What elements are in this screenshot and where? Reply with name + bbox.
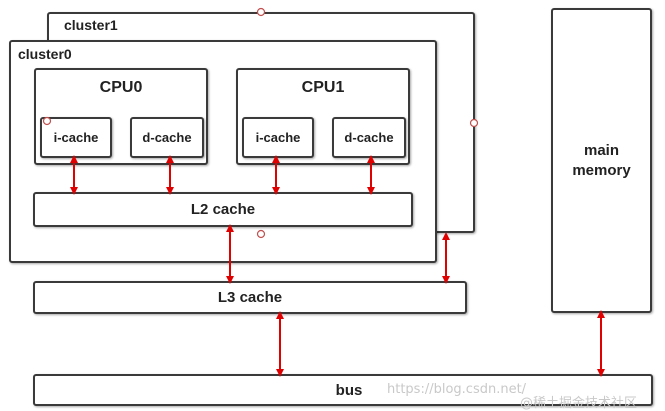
l3-cache-label: L3 cache xyxy=(217,289,283,306)
watermark-text: @稀土掘金技术社区 xyxy=(520,396,638,411)
resize-handle-bottom[interactable] xyxy=(256,229,266,239)
l2-cache-box: L2 cache xyxy=(33,192,413,227)
cpu1-label: CPU1 xyxy=(301,79,345,96)
bus-label: bus xyxy=(335,381,363,399)
cpu1-icache-box: i-cache xyxy=(242,117,314,158)
cpu1-dcache-label: d-cache xyxy=(344,130,394,145)
cpu0-label: CPU0 xyxy=(99,79,143,96)
main-memory-label: main memory xyxy=(572,141,631,179)
watermark-url: https://blog.csdn.net/ xyxy=(387,382,527,397)
l3-cache-box: L3 cache xyxy=(33,281,467,314)
resize-handle-top[interactable] xyxy=(256,7,266,17)
main-memory-box: main memory xyxy=(551,8,652,313)
l2-cache-label: L2 cache xyxy=(190,201,256,218)
cpu1-icache-label: i-cache xyxy=(255,130,301,145)
cpu0-icache-label: i-cache xyxy=(53,130,99,145)
rotate-handle[interactable] xyxy=(42,116,52,126)
bus-box: bus xyxy=(33,374,653,406)
cpu0-dcache-box: d-cache xyxy=(130,117,204,158)
cpu0-dcache-label: d-cache xyxy=(142,130,192,145)
cluster1-label: cluster1 xyxy=(64,17,118,33)
resize-handle-right[interactable] xyxy=(469,118,479,128)
cluster0-label: cluster0 xyxy=(18,46,72,62)
